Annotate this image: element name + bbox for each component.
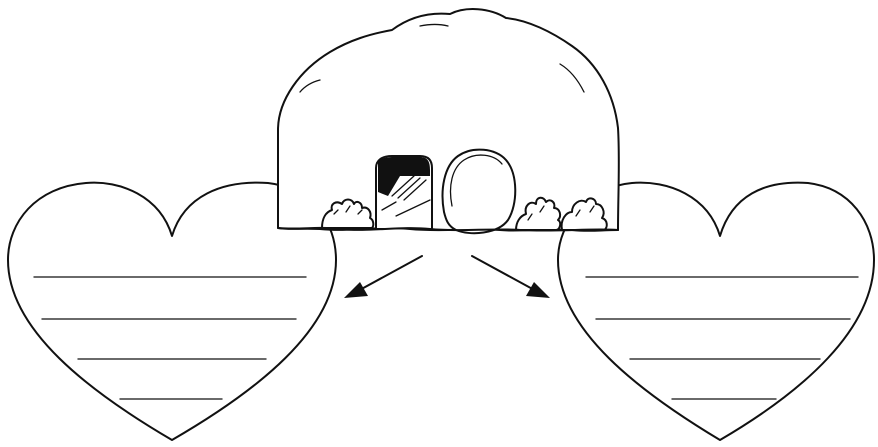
left-arrow-head — [344, 282, 368, 298]
left-arrow-shaft — [356, 256, 422, 292]
right-arrow-head — [526, 282, 550, 298]
empty-tomb-icon — [278, 9, 619, 233]
rolled-stone-icon — [443, 150, 516, 234]
right-arrow-shaft — [472, 256, 538, 292]
left-arrow-icon — [344, 256, 422, 298]
right-arrow-icon — [472, 256, 550, 298]
